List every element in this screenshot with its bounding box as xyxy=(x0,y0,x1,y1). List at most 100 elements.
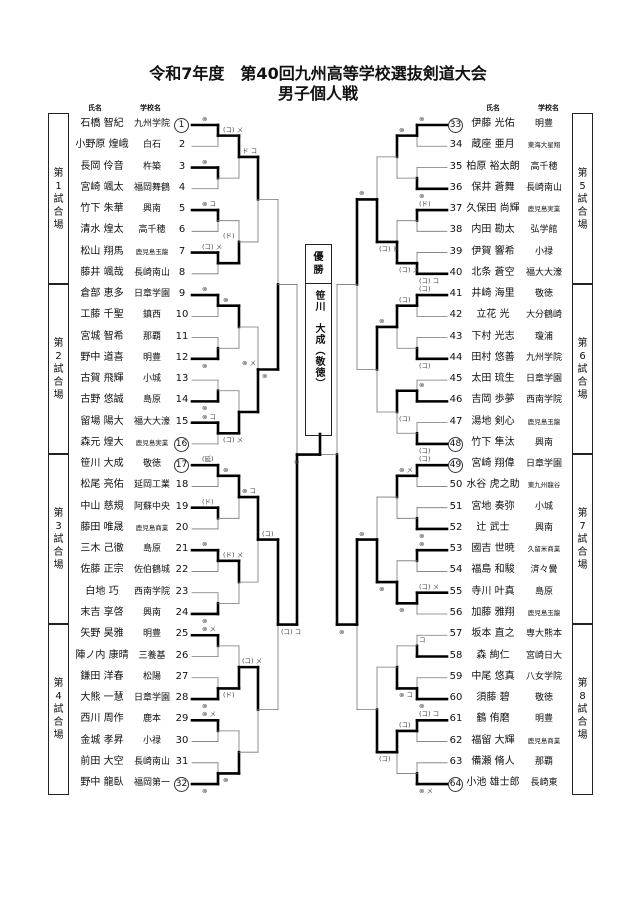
player-name: 小池 雄士郎 xyxy=(466,777,520,789)
player-name: 西川 周作 xyxy=(80,713,124,725)
entry-number: 59 xyxy=(449,670,463,682)
player-name: 鶴 侑磨 xyxy=(476,713,510,725)
player-name: 野中 龍臥 xyxy=(80,777,124,789)
player-school: 杵築 xyxy=(142,161,161,172)
player-school: 西南学院 xyxy=(133,586,170,597)
player-school: 小禄 xyxy=(142,735,161,746)
venue-name: 第4試合場 xyxy=(53,677,64,741)
player-school: 大分鶴崎 xyxy=(525,310,562,321)
player-school: 鹿児島実業 xyxy=(135,438,169,447)
player-school: 八女学院 xyxy=(525,671,562,682)
player-name: 清水 煌太 xyxy=(80,224,124,236)
player-school: 明豊 xyxy=(142,629,161,640)
player-name: 松尾 亮佑 xyxy=(80,479,124,491)
score-mark: (ド) xyxy=(223,231,235,240)
player-name: 野中 道喜 xyxy=(80,351,124,363)
entry-number: 22 xyxy=(175,564,189,576)
player-name: 白地 巧 xyxy=(85,585,119,597)
score-mark: (コ) メ xyxy=(202,242,223,251)
player-school: 佐伯鶴城 xyxy=(133,565,170,576)
player-school: 敬徳 xyxy=(534,693,553,704)
score-mark: ⊗ xyxy=(419,702,425,711)
champion-box: 優勝 笹川 大成（敬徳） xyxy=(305,244,332,436)
player-school: 高千穂 xyxy=(530,161,558,172)
score-mark: ⊗ xyxy=(379,316,385,325)
entry-number: 50 xyxy=(449,479,463,491)
score-mark: (ド) xyxy=(223,691,235,700)
entry-number: 35 xyxy=(449,160,463,172)
entry-number: 64 xyxy=(448,777,463,793)
score-mark: (コ) xyxy=(379,755,391,764)
player-school: 鹿児島玉龍 xyxy=(135,247,169,256)
player-name: 竹下 隼汰 xyxy=(471,436,515,448)
player-name: 大熊 一慧 xyxy=(80,692,124,704)
player-name: 辻 武士 xyxy=(476,521,510,533)
entry-number: 26 xyxy=(175,649,189,661)
player-school: 松陽 xyxy=(142,671,161,682)
player-name: 中山 慈規 xyxy=(80,500,124,512)
score-mark: ⊗ xyxy=(202,702,208,711)
player-school: 明豊 xyxy=(142,352,161,363)
player-school: 鹿本 xyxy=(142,714,161,725)
page-subtitle: 男子個人戦 xyxy=(277,84,358,103)
venue-label: 第7試合場 xyxy=(572,453,593,626)
score-mark: ⊗ メ xyxy=(242,359,257,368)
score-mark: (コ) xyxy=(399,720,411,729)
score-mark: ⊗ コ xyxy=(399,691,414,700)
player-school: 長崎南山 xyxy=(133,267,170,278)
entry-number: 57 xyxy=(449,628,463,640)
score-mark: コ xyxy=(419,635,426,644)
player-name: 倉部 恵多 xyxy=(80,288,124,300)
player-name: 藤井 颯哉 xyxy=(80,266,124,278)
score-mark: ⊗ xyxy=(202,361,208,370)
player-school: 宮崎日大 xyxy=(525,650,562,661)
venue-label: 第5試合場 xyxy=(572,113,593,286)
player-name: 竹下 朱華 xyxy=(80,203,124,215)
player-name: 内田 勘太 xyxy=(471,224,515,236)
venue-name: 第1試合場 xyxy=(53,167,64,231)
player-school: 延岡工業 xyxy=(133,480,170,491)
score-mark: ⊗ xyxy=(419,115,425,123)
player-school: 東九州龍谷 xyxy=(527,481,561,490)
entry-number: 40 xyxy=(449,266,463,278)
player-school: 明豊 xyxy=(534,714,553,725)
entry-number: 47 xyxy=(449,415,463,427)
player-school: 鹿児島商業 xyxy=(527,736,561,745)
player-school: 那覇 xyxy=(142,331,161,342)
entry-number: 46 xyxy=(449,394,463,406)
player-school: 小城 xyxy=(534,501,553,512)
entry-number: 6 xyxy=(178,224,186,236)
score-mark: ⊗ xyxy=(419,531,425,540)
entry-number: 30 xyxy=(175,734,189,746)
player-name: 宮地 奏弥 xyxy=(471,500,515,512)
entry-number: 7 xyxy=(178,245,186,257)
score-mark: ⊗ xyxy=(223,465,229,474)
player-school: 久留米商業 xyxy=(527,545,561,554)
player-school: 日章学園 xyxy=(525,374,562,385)
player-name: 小野原 煌峨 xyxy=(75,139,129,151)
player-name: 中尾 悠真 xyxy=(471,670,515,682)
score-mark: (コ) xyxy=(419,361,431,370)
entry-number: 56 xyxy=(449,606,463,618)
score-mark: ⊗ xyxy=(223,295,229,304)
player-name: 前田 大空 xyxy=(80,755,124,767)
left-name-header: 氏名 xyxy=(88,104,102,112)
score-mark: ⊗ メ xyxy=(202,710,217,719)
entry-number: 44 xyxy=(449,351,463,363)
score-mark: (コ) コ xyxy=(419,710,440,719)
entry-number: 9 xyxy=(178,288,186,300)
player-school: 専大熊本 xyxy=(525,629,562,640)
score-mark: ド コ xyxy=(242,146,258,155)
entry-number: 51 xyxy=(449,500,463,512)
player-school: 鹿児島商業 xyxy=(135,523,169,532)
player-name: 柏原 裕太朗 xyxy=(466,160,520,172)
player-school: 西南学院 xyxy=(525,395,562,406)
venue-name: 第8試合場 xyxy=(577,677,588,741)
score-mark: ⊗ xyxy=(202,285,208,294)
player-school: 瓊浦 xyxy=(534,331,553,342)
right-school-header: 学校名 xyxy=(538,104,559,112)
player-name: 鎌田 洋春 xyxy=(80,670,124,682)
venue-label: 第1試合場 xyxy=(48,113,69,286)
entry-number: 2 xyxy=(178,139,186,151)
